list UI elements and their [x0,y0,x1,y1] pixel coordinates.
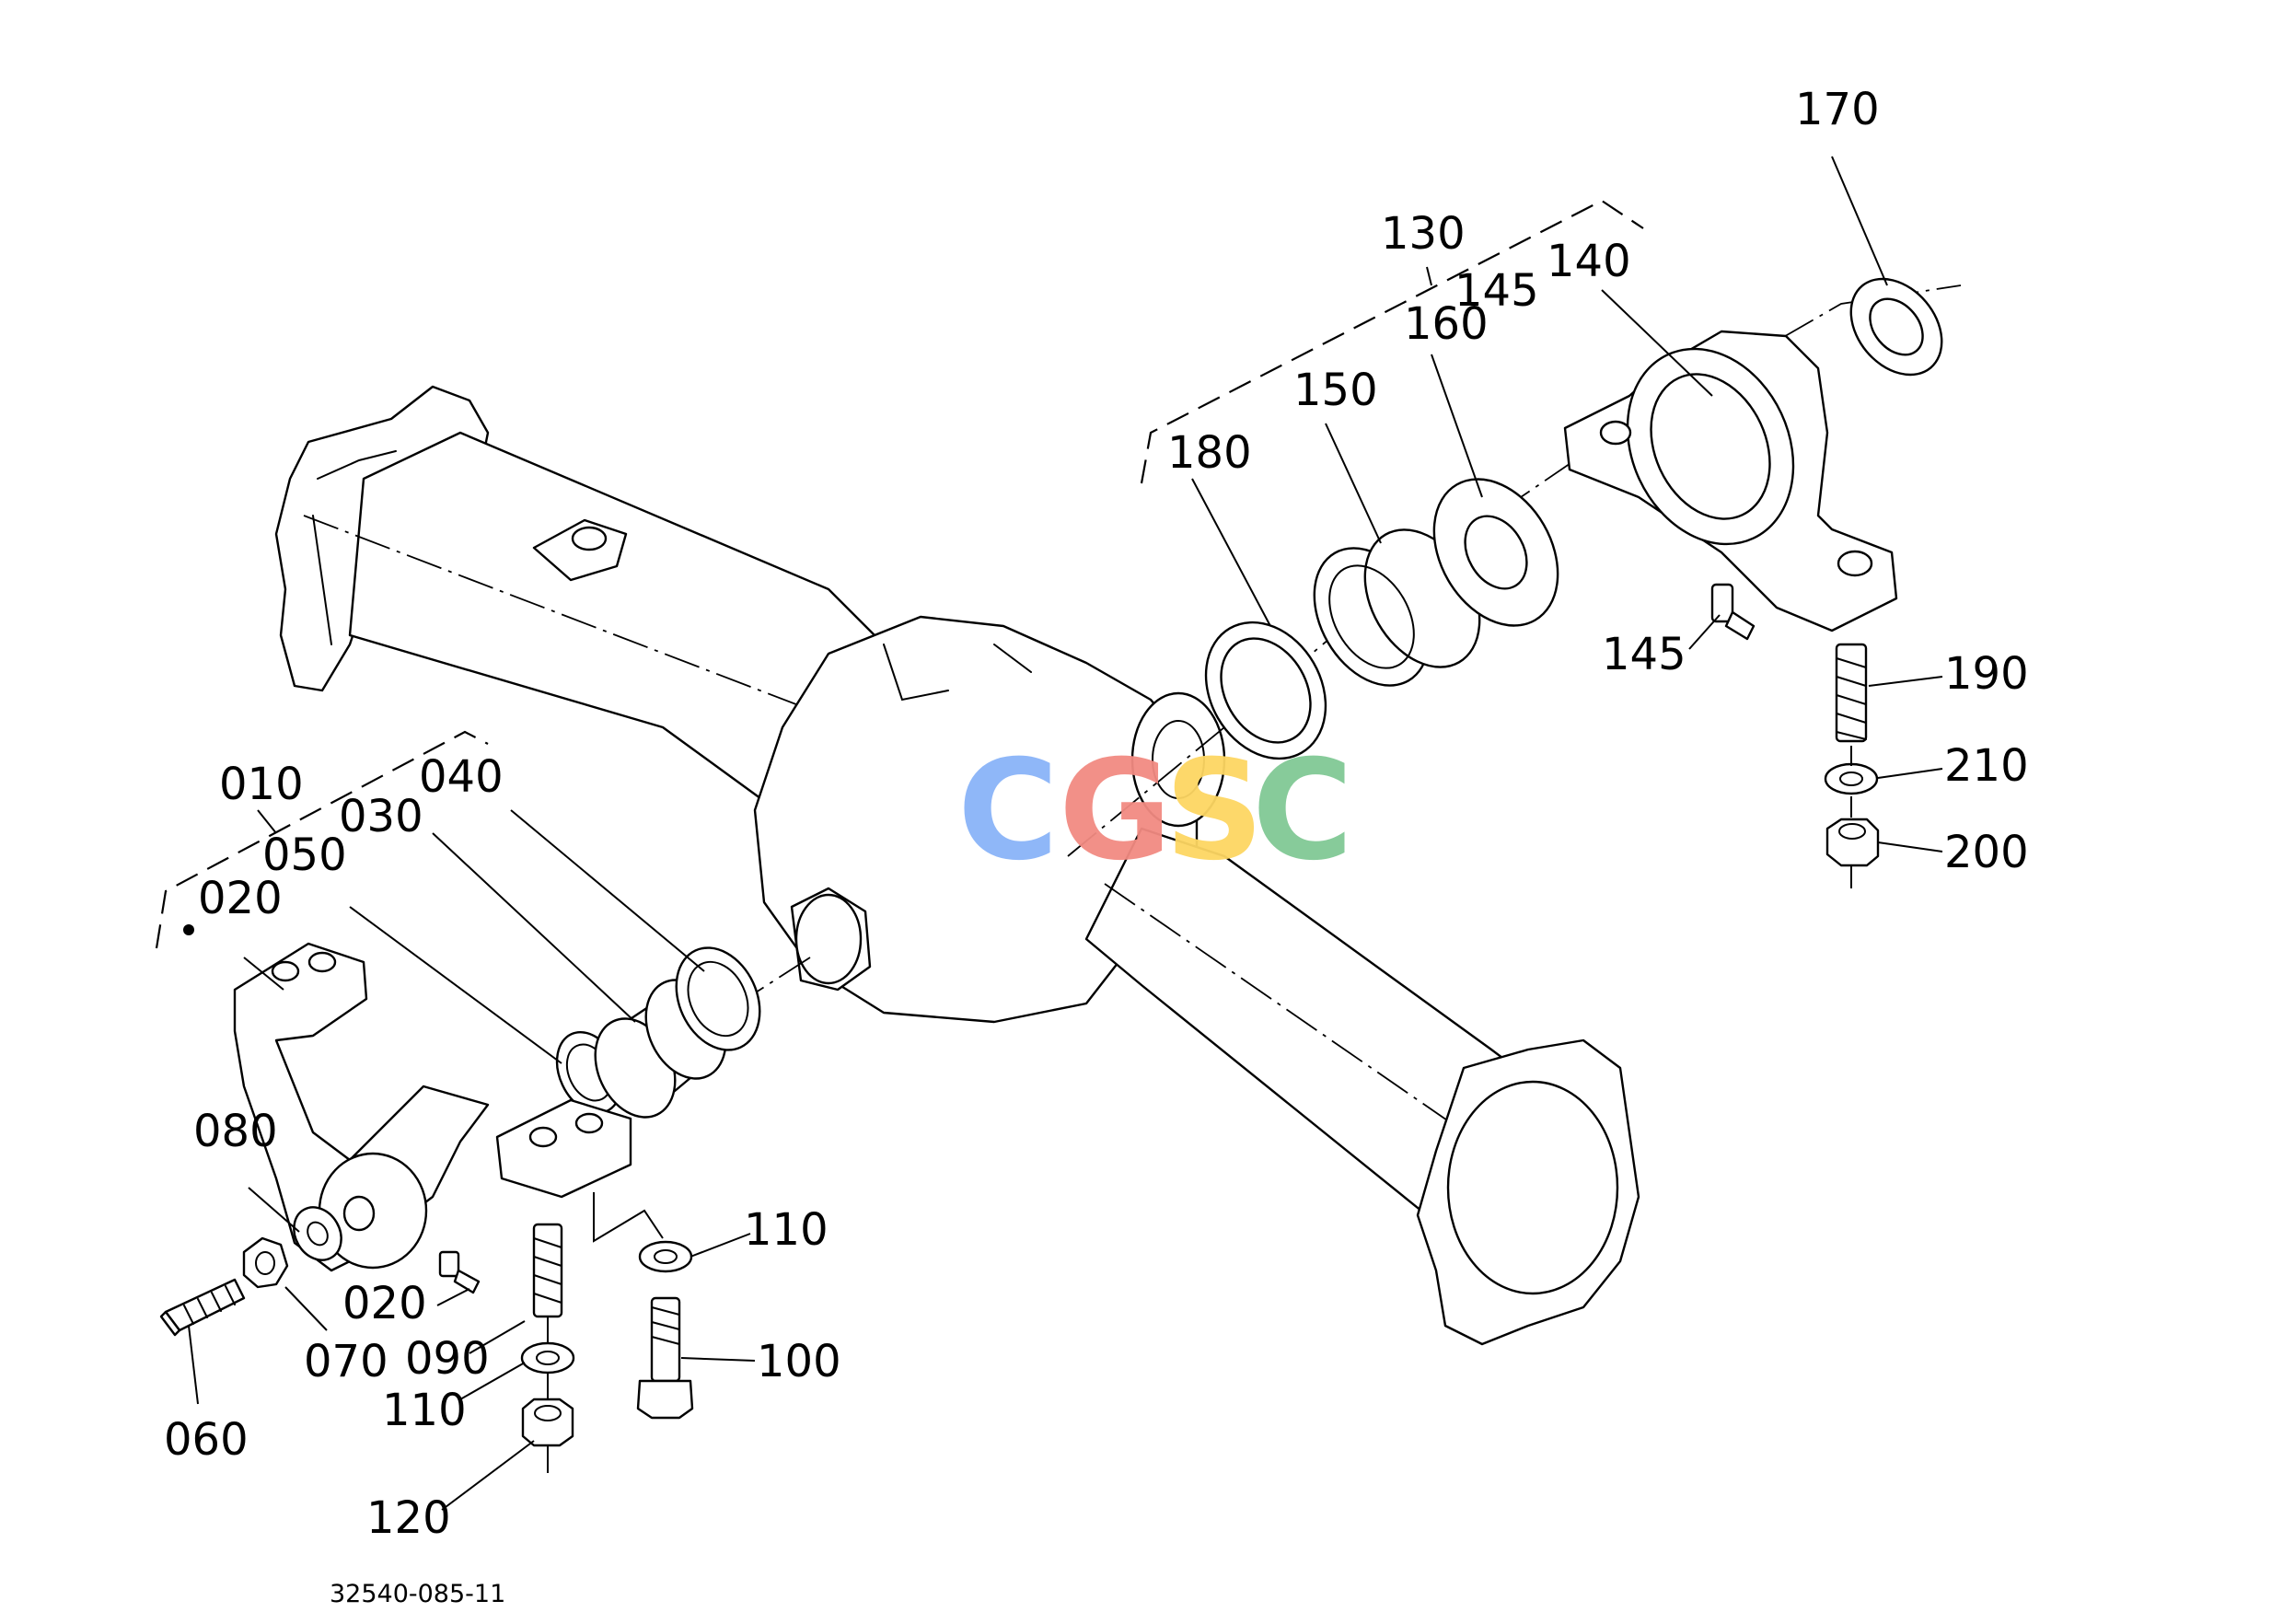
watermark-letter-s: S [1165,731,1264,891]
callout-145-top: 145 [1454,265,1539,317]
part-060-bolt [159,1278,246,1337]
part-140-bracket [1563,330,1898,632]
callout-200: 200 [1944,827,2029,878]
callout-090: 090 [405,1333,490,1385]
callout-020-fitting: 020 [342,1278,427,1329]
watermark-letter-c1: C [957,731,1059,891]
callout-010: 010 [219,759,304,810]
part-070-nut [242,1236,289,1289]
cgsc-watermark: C G S C [957,731,1353,891]
part-120-nut [521,1398,574,1447]
part-080-washer [293,1206,342,1261]
callout-190: 190 [1944,648,2029,700]
callout-140: 140 [1547,236,1631,287]
callout-180: 180 [1167,427,1252,479]
right-output-boss [1130,691,1226,828]
part-110-washer-upper [638,1240,693,1273]
part-160-washer [1432,478,1559,627]
callout-120: 120 [366,1492,451,1544]
right-flange-bore [1446,1080,1619,1295]
part-210-washer [1824,762,1879,795]
part-040-ring [675,946,761,1051]
callout-145-fitting: 145 [1602,629,1686,680]
callout-210: 210 [1944,740,2029,792]
part-020-grease-fitting [438,1250,481,1294]
callout-130: 130 [1381,208,1466,260]
spindle-bore [794,893,863,985]
callout-040: 040 [419,751,504,803]
callout-070: 070 [304,1336,388,1387]
part-150-bushing [1313,528,1481,687]
watermark-letter-g: G [1059,731,1172,891]
drawing-number: 32540-085-11 [330,1580,505,1608]
callout-170: 170 [1795,84,1880,135]
callout-030: 030 [339,791,423,842]
boss-hole [571,526,608,551]
group-bracket-010 [155,730,489,949]
callout-110-lower: 110 [382,1385,467,1436]
callout-160: 160 [1404,298,1489,350]
axle-housing [274,385,1640,1346]
bracket-connector [593,1192,664,1243]
watermark-letter-c2: C [1252,731,1353,891]
callout-020-bracket: 020 [198,873,283,924]
part-145-grease-fitting [1710,583,1756,641]
callout-150: 150 [1293,365,1378,416]
part-110-washer-lower [520,1341,575,1375]
part-090-stud [532,1223,563,1318]
part-180-seal [1204,621,1327,760]
callout-080: 080 [193,1106,278,1157]
part-190-stud [1835,643,1868,743]
part-100-bolt [636,1296,694,1420]
callout-110-upper: 110 [744,1204,829,1256]
callout-100: 100 [757,1336,841,1387]
callout-labels: 010 020 020 030 040 050 060 070 080 090 … [164,84,2029,1544]
part-200-nut [1825,818,1880,867]
leader-lines [183,156,1943,1511]
part-010-pivot-block [495,1098,632,1199]
callout-060: 060 [164,1414,249,1466]
part-170-bearing [1849,277,1943,377]
callout-050: 050 [262,829,347,881]
part-020-bracket [233,942,490,1272]
group-bracket-130 [1140,199,1644,484]
